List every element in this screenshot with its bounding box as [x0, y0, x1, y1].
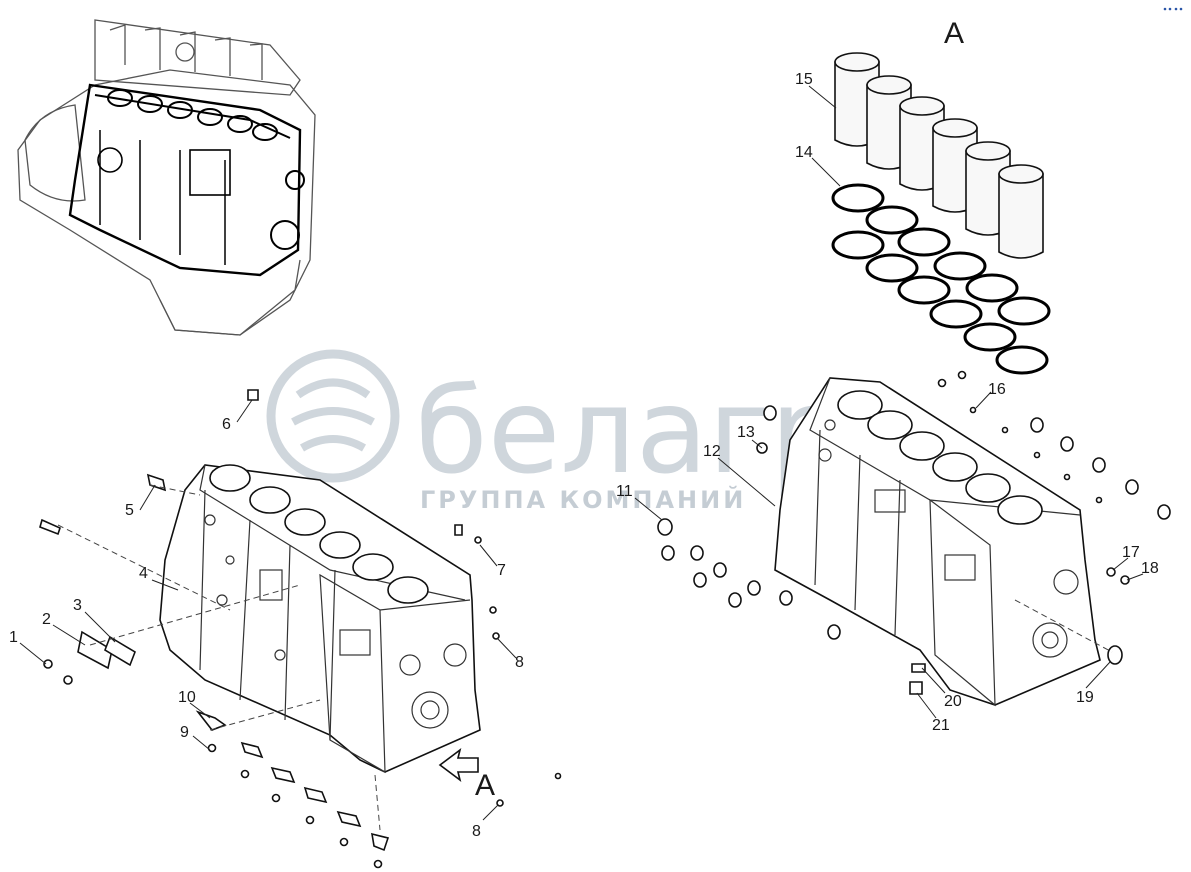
corner-mark — [1163, 7, 1183, 11]
callout-14: 14 — [795, 144, 813, 161]
view-letter-a-arrow: A — [475, 769, 495, 802]
callout-19: 19 — [1076, 689, 1094, 706]
callout-2: 2 — [42, 611, 51, 628]
callout-12: 12 — [703, 443, 721, 460]
callout-15: 15 — [795, 71, 813, 88]
callout-3: 3 — [73, 597, 82, 614]
callout-13: 13 — [737, 424, 755, 441]
cylinder-block-left — [39, 389, 562, 869]
callout-1: 1 — [9, 629, 18, 646]
callout-20: 20 — [944, 693, 962, 710]
callout-6: 6 — [222, 416, 231, 433]
view-letter-a-top: A — [944, 17, 964, 50]
callout-8-top: 8 — [515, 654, 524, 671]
callout-numbers: 1 2 3 4 5 6 7 8 8 9 10 11 12 13 14 15 16… — [9, 71, 1159, 840]
engine-assembly-drawing — [17, 19, 316, 336]
callout-4: 4 — [139, 565, 148, 582]
callout-11: 11 — [616, 483, 633, 500]
callout-18: 18 — [1141, 560, 1159, 577]
callout-10: 10 — [178, 689, 196, 706]
callout-9: 9 — [180, 724, 189, 741]
callout-8-bottom: 8 — [472, 823, 481, 840]
leader-lines — [19, 85, 1144, 821]
watermark-subtitle: ГРУППА КОМПАНИЙ — [420, 485, 746, 514]
callout-7: 7 — [497, 562, 506, 579]
callout-21: 21 — [932, 717, 950, 734]
cylinder-block-right — [657, 370, 1171, 707]
callout-16: 16 — [988, 381, 1006, 398]
callout-5: 5 — [125, 502, 134, 519]
callout-17: 17 — [1122, 544, 1140, 561]
cylinder-liners-detail — [831, 52, 1051, 375]
